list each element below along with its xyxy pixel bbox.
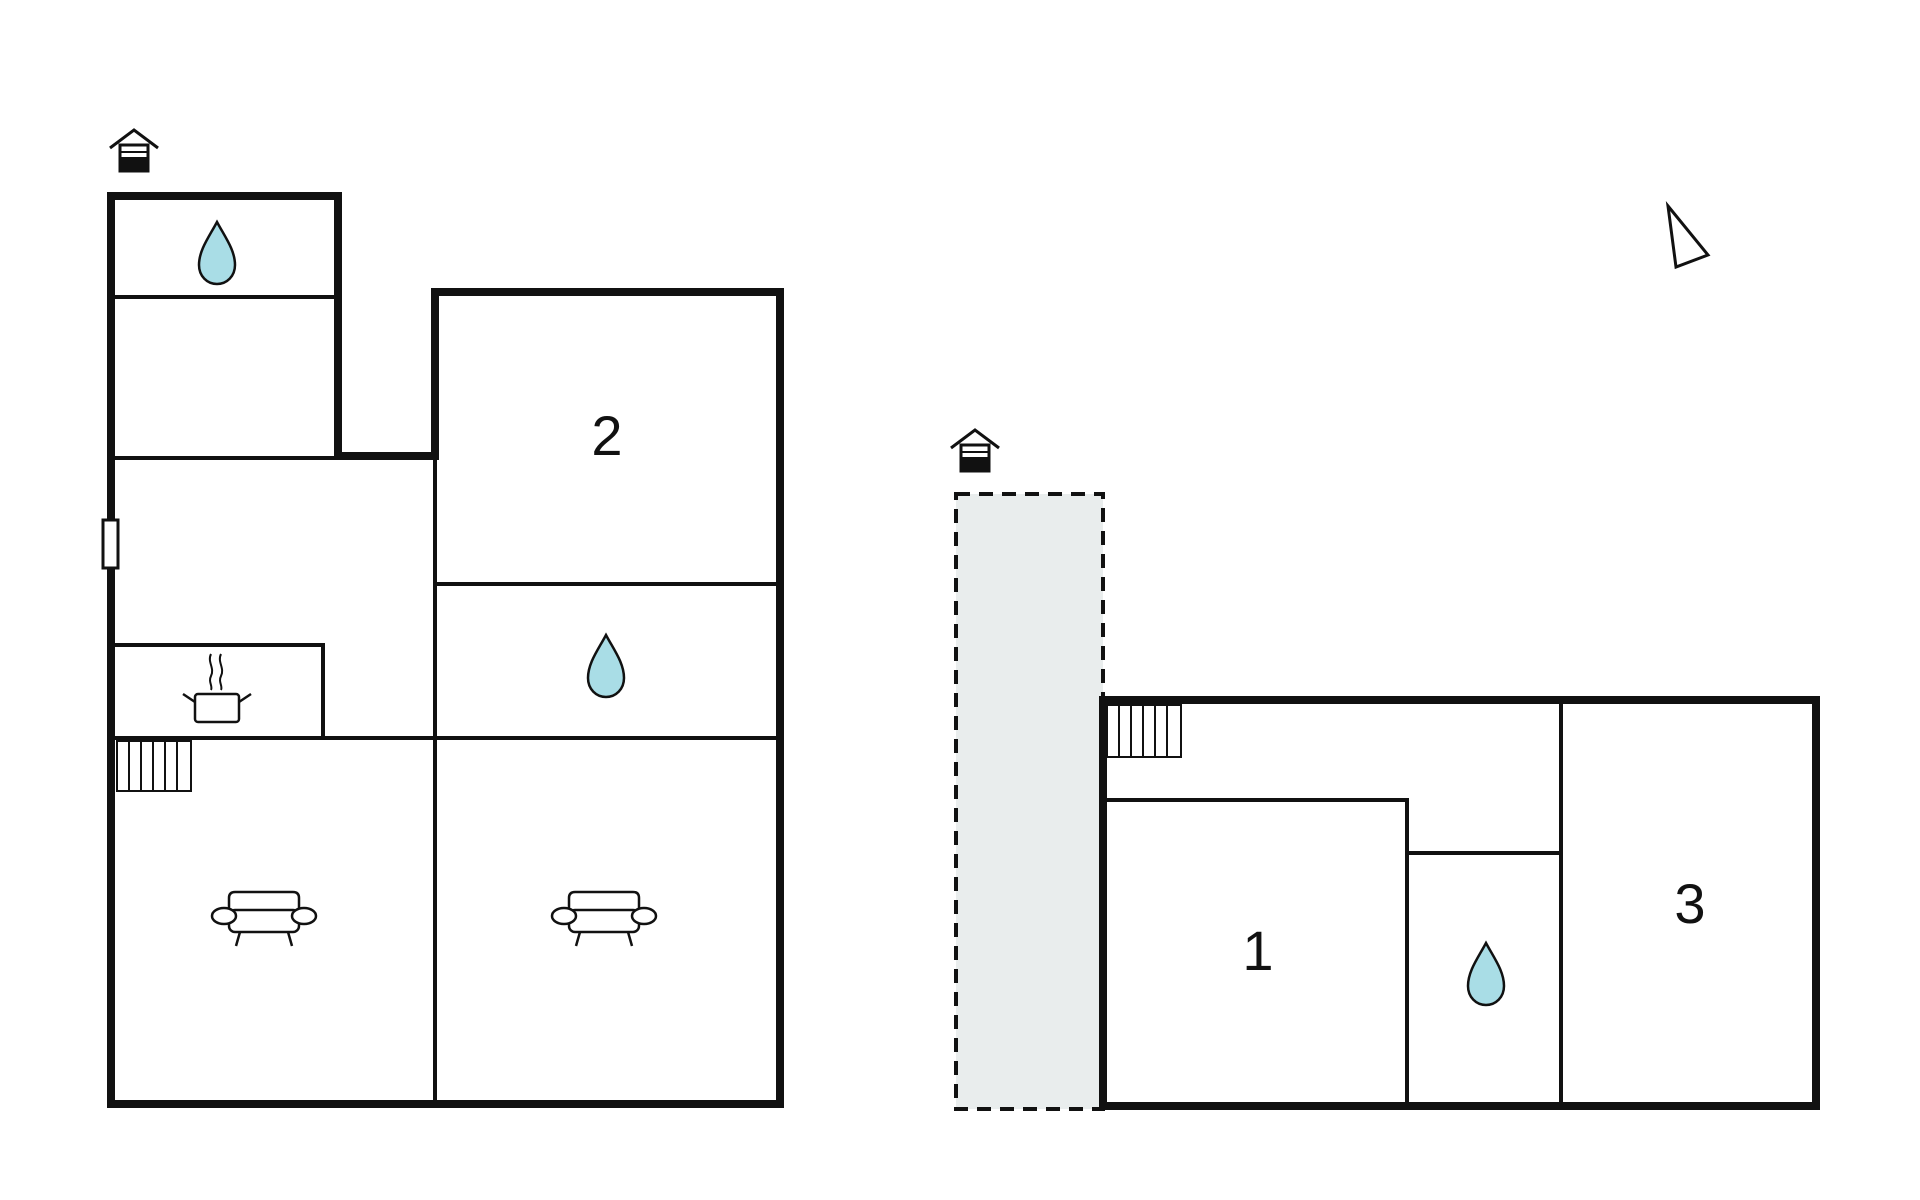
room-label: 1 — [1242, 919, 1273, 982]
room-label: 3 — [1674, 872, 1705, 935]
ground-floor-plan: 2 — [101, 128, 784, 1108]
house-entrance-icon — [108, 128, 160, 173]
terrace-area — [954, 492, 1105, 1111]
stairs-icon — [116, 740, 192, 792]
house-entrance-icon — [949, 428, 1001, 473]
outer-walls — [107, 192, 784, 1108]
water-drop-icon — [1466, 941, 1506, 1007]
outer-walls — [1099, 696, 1820, 1110]
water-drop-icon — [197, 220, 237, 286]
upper-floor-plan: 1 3 — [949, 428, 1820, 1111]
north-arrow-icon — [1665, 200, 1711, 270]
interior-walls — [1101, 698, 1563, 1108]
stairs-icon — [1106, 704, 1182, 758]
sofa-icon — [550, 890, 658, 948]
sofa-icon — [210, 890, 318, 948]
window — [101, 518, 120, 570]
interior-walls — [109, 295, 782, 1106]
cooking-pot-icon — [182, 653, 252, 724]
water-drop-icon — [586, 633, 626, 699]
room-label: 2 — [591, 404, 622, 467]
